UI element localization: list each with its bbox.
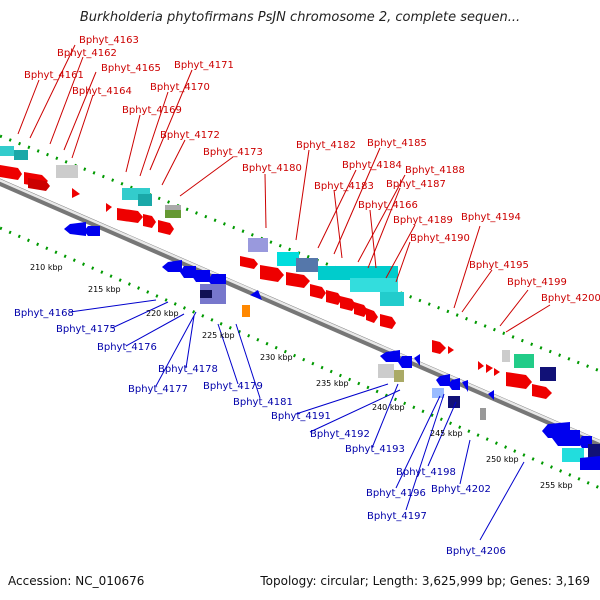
gene-label[interactable]: Bphyt_4191 [271,411,331,422]
kbp-label: 215 kbp [88,285,121,294]
gene-label[interactable]: Bphyt_4175 [56,324,116,335]
gene-label[interactable]: Bphyt_4178 [158,364,218,375]
kbp-label: 255 kbp [540,481,573,490]
gene-label[interactable]: Bphyt_4200 [541,293,600,304]
kbp-label: 225 kbp [202,331,235,340]
kbp-label: 250 kbp [486,455,519,464]
forward-arrows [0,165,552,399]
kbp-label: 210 kbp [30,263,63,272]
gene-label[interactable]: Bphyt_4188 [405,165,465,176]
gene-label[interactable]: Bphyt_4164 [72,86,132,97]
kbp-label: 245 kbp [430,429,463,438]
gene-label[interactable]: Bphyt_4168 [14,308,74,319]
gene-label[interactable]: Bphyt_4162 [57,48,117,59]
gene-label[interactable]: Bphyt_4196 [366,488,426,499]
gene-label[interactable]: Bphyt_4184 [342,160,402,171]
gene-label[interactable]: Bphyt_4190 [410,233,470,244]
accession-text: Accession: NC_010676 [8,574,145,588]
gene-label[interactable]: Bphyt_4193 [345,444,405,455]
reverse-arrows [64,222,600,470]
gene-label[interactable]: Bphyt_4173 [203,147,263,158]
kbp-label: 235 kbp [316,379,349,388]
topology-text: Topology: circular; Length: 3,625,999 bp… [260,574,590,588]
gene-label[interactable]: Bphyt_4177 [128,384,188,395]
gene-label[interactable]: Bphyt_4161 [24,70,84,81]
gene-label[interactable]: Bphyt_4176 [97,342,157,353]
gene-label[interactable]: Bphyt_4166 [358,200,418,211]
forward-gene-labels: Bphyt_4163 Bphyt_4162 Bphyt_4165 Bphyt_4… [24,35,600,304]
gene-label[interactable]: Bphyt_4169 [122,105,182,116]
gene-label[interactable]: Bphyt_4192 [310,429,370,440]
chromosome-backbone [0,178,600,448]
gene-label[interactable]: Bphyt_4199 [507,277,567,288]
gene-label[interactable]: Bphyt_4163 [79,35,139,46]
gene-label[interactable]: Bphyt_4198 [396,467,456,478]
gene-label[interactable]: Bphyt_4170 [150,82,210,93]
forward-top-features [0,146,556,381]
gene-label[interactable]: Bphyt_4195 [469,260,529,271]
gene-label[interactable]: Bphyt_4165 [101,63,161,74]
gene-label[interactable]: Bphyt_4171 [174,60,234,71]
gene-label[interactable]: Bphyt_4194 [461,212,521,223]
gene-label[interactable]: Bphyt_4185 [367,138,427,149]
gene-label[interactable]: Bphyt_4179 [203,381,263,392]
kbp-label: 240 kbp [372,403,405,412]
kbp-tick-labels: 210 kbp 215 kbp 220 kbp 225 kbp 230 kbp … [30,263,573,490]
kbp-label: 220 kbp [146,309,179,318]
reverse-gene-labels: Bphyt_4168 Bphyt_4175 Bphyt_4176 Bphyt_4… [14,308,506,557]
gene-label[interactable]: Bphyt_4172 [160,130,220,141]
reverse-callouts [69,299,525,541]
kbp-label: 230 kbp [260,353,293,362]
gene-label[interactable]: Bphyt_4181 [233,397,293,408]
gene-label[interactable]: Bphyt_4197 [367,511,427,522]
gene-label[interactable]: Bphyt_4206 [446,546,506,557]
gene-label[interactable]: Bphyt_4189 [393,215,453,226]
gene-label[interactable]: Bphyt_4180 [242,163,302,174]
gene-label[interactable]: Bphyt_4183 [314,181,374,192]
gene-label[interactable]: Bphyt_4187 [386,179,446,190]
gene-label[interactable]: Bphyt_4202 [431,484,491,495]
gene-label[interactable]: Bphyt_4182 [296,140,356,151]
map-title: Burkholderia phytofirmans PsJN chromosom… [79,10,521,25]
forward-callouts [17,44,551,333]
